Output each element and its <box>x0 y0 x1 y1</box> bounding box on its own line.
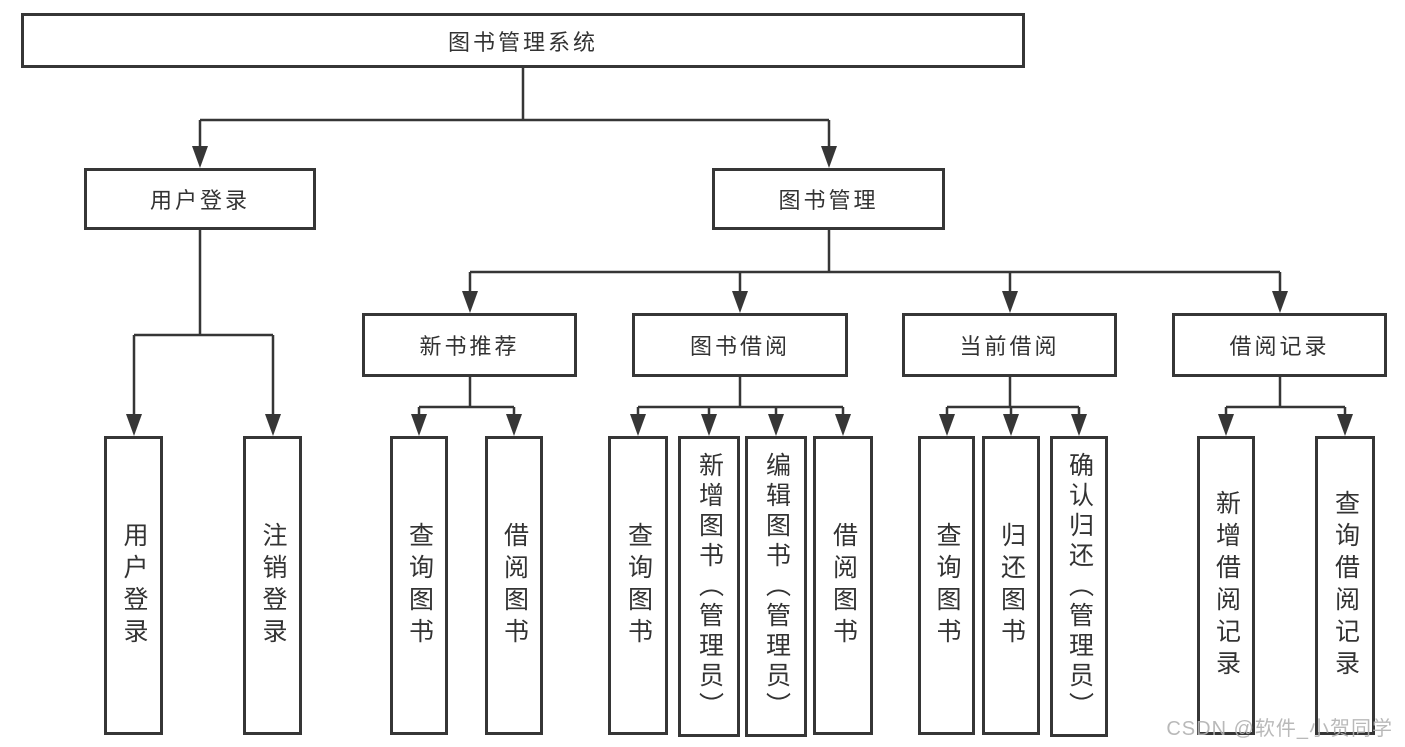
node-leaf-query-book-3: 查询图书 <box>918 436 975 735</box>
node-label: 当前借阅 <box>959 334 1060 359</box>
node-book-borrow: 图书借阅 <box>632 313 848 377</box>
node-label: 新增借阅记录 <box>1212 489 1241 682</box>
node-leaf-add-book-admin: 新增图书（管理员） <box>678 436 740 737</box>
node-leaf-query-borrow-record: 查询借阅记录 <box>1315 436 1375 735</box>
node-label: 借阅记录 <box>1229 334 1330 359</box>
node-label: 图书管理 <box>778 188 879 213</box>
node-leaf-query-book-1: 查询图书 <box>390 436 448 735</box>
node-label: 用户登录 <box>120 521 148 650</box>
node-new-book-recommend: 新书推荐 <box>362 313 577 377</box>
node-label: 编辑图书（管理员） <box>762 451 791 722</box>
node-label: 借阅图书 <box>829 521 858 650</box>
connector-user-login <box>132 230 275 416</box>
node-borrow-records: 借阅记录 <box>1172 313 1387 377</box>
connector-root <box>198 68 831 148</box>
connector-current-borrow <box>945 377 1081 416</box>
connector-borrow-records <box>1224 377 1347 416</box>
connector-book-management <box>468 230 1282 293</box>
node-label: 图书管理系统 <box>447 29 598 55</box>
node-label: 确认归还（管理员） <box>1065 451 1094 722</box>
node-leaf-confirm-return-admin: 确认归还（管理员） <box>1050 436 1108 737</box>
node-leaf-query-book-2: 查询图书 <box>608 436 668 735</box>
node-leaf-user-login: 用户登录 <box>104 436 163 735</box>
node-label: 新书推荐 <box>419 334 520 359</box>
node-leaf-edit-book-admin: 编辑图书（管理员） <box>745 436 807 737</box>
node-library-management-system: 图书管理系统 <box>21 13 1025 68</box>
node-current-borrow: 当前借阅 <box>902 313 1117 377</box>
node-label: 查询图书 <box>933 521 961 650</box>
node-label: 归还图书 <box>997 521 1026 650</box>
node-label: 查询借阅记录 <box>1331 489 1360 682</box>
node-label: 用户登录 <box>149 188 250 213</box>
node-user-login: 用户登录 <box>84 168 316 230</box>
node-label: 图书借阅 <box>689 334 790 359</box>
node-leaf-borrow-book-2: 借阅图书 <box>813 436 873 735</box>
node-label: 借阅图书 <box>500 521 529 650</box>
node-leaf-add-borrow-record: 新增借阅记录 <box>1197 436 1255 735</box>
node-book-management: 图书管理 <box>712 168 945 230</box>
node-label: 注销登录 <box>259 521 287 650</box>
node-label: 查询图书 <box>624 521 653 650</box>
node-leaf-logout: 注销登录 <box>243 436 302 735</box>
node-leaf-return-book: 归还图书 <box>982 436 1040 735</box>
node-leaf-borrow-book-1: 借阅图书 <box>485 436 543 735</box>
node-label: 查询图书 <box>405 521 434 650</box>
node-label: 新增图书（管理员） <box>695 451 724 722</box>
connector-new-book <box>417 377 516 416</box>
csdn-watermark: CSDN @软件_小贺同学 <box>1166 718 1393 740</box>
connector-book-borrow <box>636 377 845 416</box>
